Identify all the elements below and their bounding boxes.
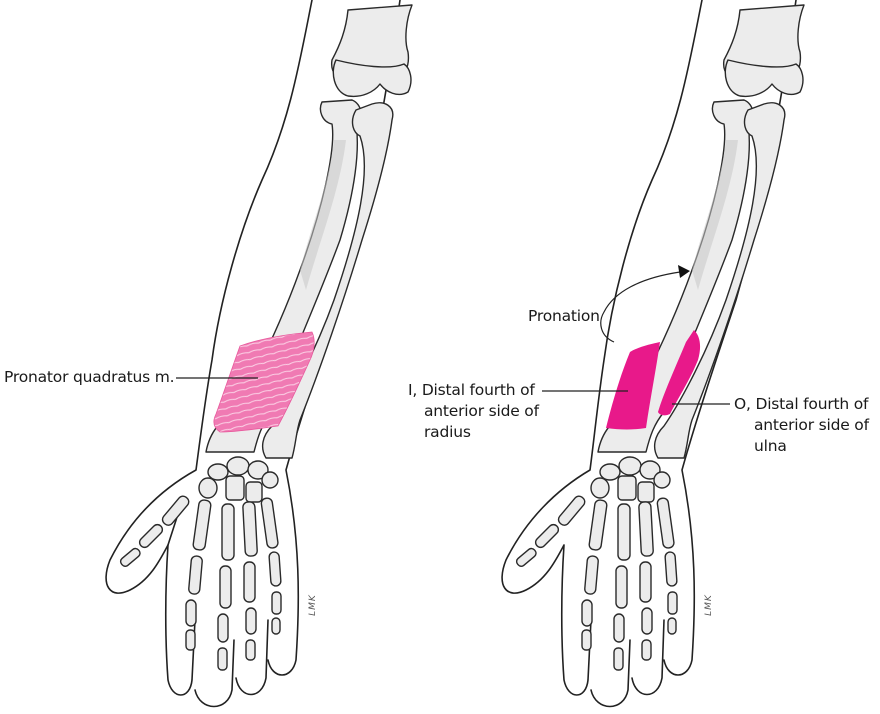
left-finger-bones: [119, 495, 282, 671]
right-finger-bones: [515, 495, 678, 671]
insertion-line-1: I, Distal fourth of: [408, 381, 535, 399]
label-insertion-radius: I, Distal fourth of anterior side of rad…: [408, 380, 539, 443]
origin-area-ulna: [658, 330, 701, 416]
artist-signature-left: LMK: [307, 594, 318, 616]
pronator-quadratus-muscle: [213, 331, 315, 433]
arrowhead-icon: [678, 265, 690, 278]
origin-line-3: ulna: [754, 437, 787, 455]
origin-line-1: O, Distal fourth of: [734, 395, 869, 413]
label-pronator-quadratus: Pronator quadratus m.: [4, 368, 175, 386]
right-carpal-bones: [590, 456, 671, 503]
left-arm-panel: [105, 0, 413, 708]
artist-signature-right: LMK: [703, 594, 714, 616]
right-arm-panel: [501, 0, 805, 708]
left-carpal-bones: [198, 456, 279, 503]
insertion-area-radius: [606, 342, 660, 430]
right-arm-outline: [501, 0, 703, 696]
insertion-line-2: anterior side of: [424, 402, 539, 420]
pronation-arrow: [600, 271, 681, 343]
insertion-line-3: radius: [424, 423, 471, 441]
label-origin-ulna: O, Distal fourth of anterior side of uln…: [734, 394, 869, 457]
left-arm-outline: [105, 0, 313, 696]
origin-line-2: anterior side of: [754, 416, 869, 434]
ulna-bone-right: [653, 102, 786, 459]
label-pronation: Pronation: [528, 307, 600, 325]
